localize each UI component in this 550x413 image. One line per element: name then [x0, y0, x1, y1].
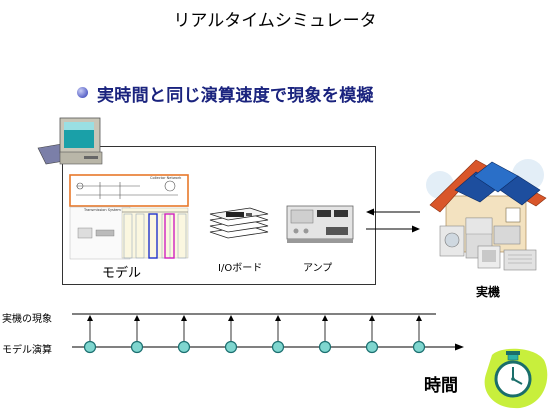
model-screenshot — [69, 174, 189, 260]
io-board-label: I/Oボード — [218, 263, 263, 274]
sync-arrowhead — [322, 315, 328, 321]
sync-arrowhead — [416, 315, 422, 321]
screen-text-transmission: Transmission System — [83, 208, 121, 212]
screen-text-collector: Collector Network — [150, 176, 182, 180]
bullet-text: 実時間と同じ演算速度で現象を模擬 — [97, 86, 374, 106]
calc-step-dot — [318, 340, 332, 354]
house-appliances-icon — [426, 159, 547, 271]
timeline — [72, 313, 464, 354]
bullet-icon — [77, 87, 88, 98]
amplifier-icon — [286, 205, 354, 243]
calc-step-dot — [130, 340, 144, 354]
real-phenomenon-label: 実機の現象 — [2, 314, 52, 325]
calc-step-dot — [271, 340, 285, 354]
calc-step-dot — [224, 340, 238, 354]
stopwatch-icon — [484, 348, 548, 409]
slide-title: リアルタイムシミュレータ — [173, 11, 377, 31]
model-label: モデル — [102, 266, 142, 281]
calc-step-dot — [177, 340, 191, 354]
io-board-icon — [209, 207, 269, 239]
amplifier-label: アンプ — [303, 263, 333, 274]
sync-arrowhead — [275, 315, 281, 321]
link-arrows — [366, 208, 420, 233]
sync-arrowhead — [87, 315, 93, 321]
sync-arrowhead — [369, 315, 375, 321]
sync-arrowhead — [228, 315, 234, 321]
time-arrowhead — [455, 343, 464, 351]
sync-arrowhead — [134, 315, 140, 321]
computer-icon — [37, 117, 103, 165]
sync-arrowhead — [181, 315, 187, 321]
model-calc-label: モデル演算 — [2, 345, 52, 356]
real-machine-label: 実機 — [476, 285, 501, 299]
calc-step-dot — [83, 340, 97, 354]
calc-step-dot — [365, 340, 379, 354]
calc-step-dot — [412, 340, 426, 354]
time-label: 時間 — [424, 376, 458, 396]
